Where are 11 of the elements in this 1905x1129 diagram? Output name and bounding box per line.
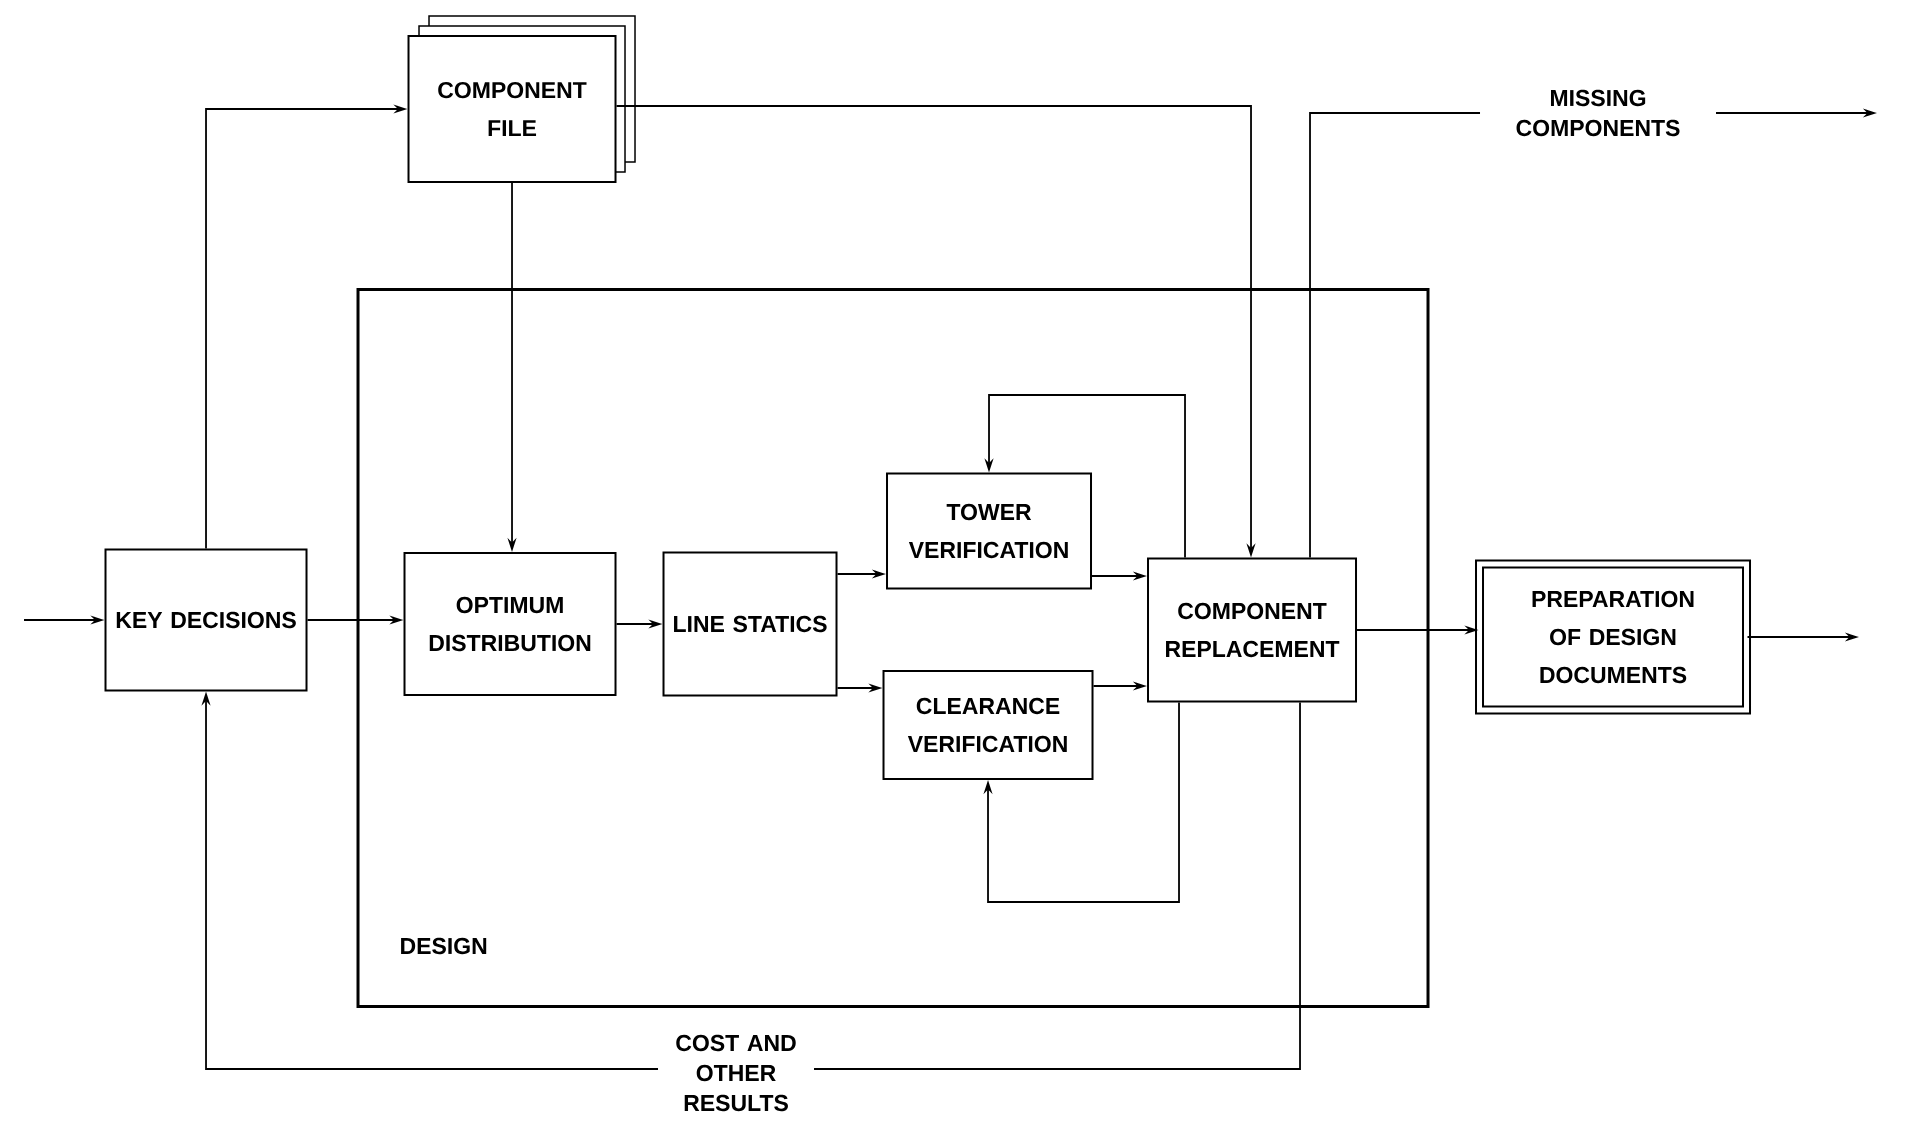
arrow [983, 701, 1180, 903]
file-stack-box: COMPONENT FILE [407, 15, 636, 183]
edge-label: COST AND OTHER RESULTS [658, 1031, 814, 1115]
edge-label: MISSING COMPONENTS [1480, 86, 1716, 140]
process-box: LINE STATICS [662, 551, 838, 697]
process-box: OPTIMUM DISTRIBUTION [403, 552, 617, 696]
process-box: COMPONENT REPLACEMENT [1147, 557, 1357, 703]
process-box: TOWER VERIFICATION [886, 472, 1092, 590]
process-box: PREPARATION OF DESIGN DOCUMENTS [1475, 559, 1751, 715]
process-box: CLEARANCE VERIFICATION [882, 670, 1094, 780]
process-box: KEY DECISIONS [104, 548, 308, 692]
